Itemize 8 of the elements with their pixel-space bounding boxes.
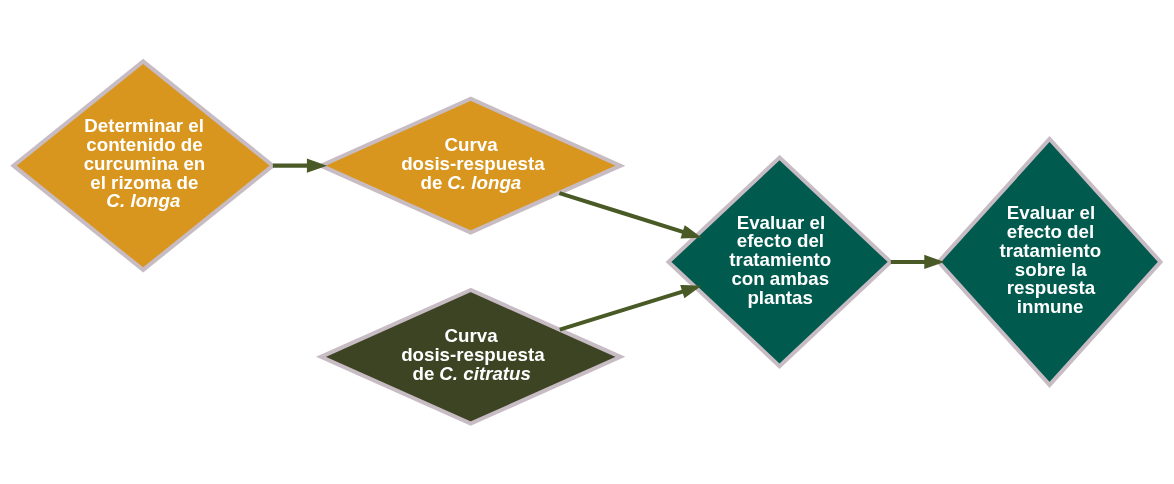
node-diamond: Evaluar el efecto del tratamiento sobre la respuesta inmune [935, 135, 1164, 388]
node-diamond: Evaluar el efecto del tratamiento con ambas plantas [665, 154, 894, 369]
node-diamond: Curva dosis-respuesta de C. citratus [316, 287, 626, 426]
arrow [558, 190, 702, 239]
arrow [272, 158, 327, 173]
arrow [890, 254, 945, 269]
node-diamond: Determinar el contenido de curcumina en el rizoma de C. longa [10, 58, 276, 272]
arrow [559, 284, 702, 331]
